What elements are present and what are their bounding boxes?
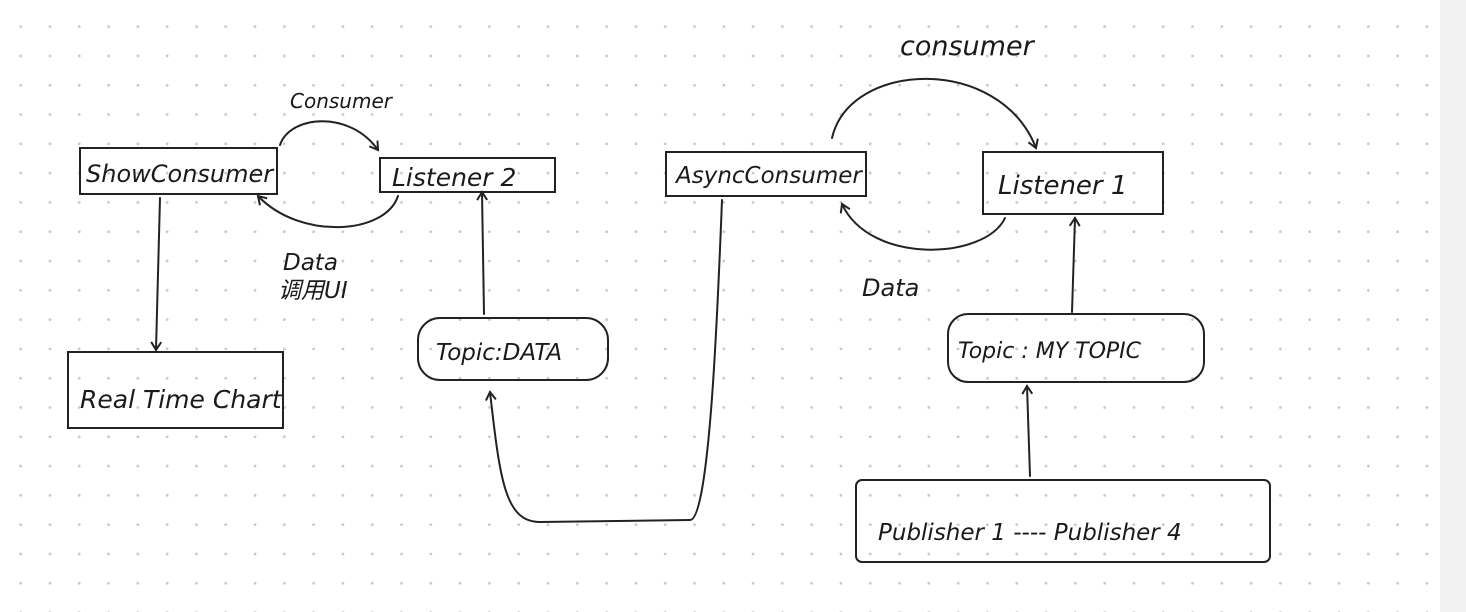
consumer-label-left: Consumer [290,89,394,113]
async-consumer-label: AsyncConsumer [674,163,863,189]
node-real-time-chart: Real Time Chart [67,351,284,429]
show-consumer-label: ShowConsumer [86,160,275,188]
node-show-consumer: ShowConsumer [79,147,278,195]
node-async-consumer: AsyncConsumer [665,151,867,197]
arrow-data-left [256,194,399,229]
data-label-left: Data [283,250,338,276]
node-listener-1: Listener 1 [982,151,1164,215]
call-ui-label: 调用UI [278,278,348,304]
arrow-publishers-to-topic [1021,384,1034,477]
topic-mytopic-label: Topic : MY TOPIC [958,339,1142,364]
topic-data-label: Topic:DATA [436,340,562,366]
publishers-label: Publisher 1 ---- Publisher 4 [878,520,1182,546]
page-edge [1440,0,1466,612]
listener1-label: Listener 1 [998,171,1127,201]
arrow-async-to-topic-data [485,199,723,523]
listener2-label: Listener 2 [392,163,516,192]
node-publishers: Publisher 1 ---- Publisher 4 [855,479,1271,563]
arrow-data-right [839,202,1006,251]
arrow-consumer-left [279,120,380,152]
arrow-topic-to-listener1 [1068,216,1081,313]
arrow-to-chart [150,197,163,352]
consumer-label-right: consumer [900,31,1036,62]
real-time-chart-label: Real Time Chart [80,385,283,414]
node-topic-data: Topic:DATA [417,317,609,381]
arrow-topic-to-listener2 [476,190,488,315]
node-topic-mytopic: Topic : MY TOPIC [947,313,1205,383]
data-label-right: Data [862,274,919,302]
arrow-consumer-right [831,77,1039,150]
node-listener-2: Listener 2 [379,157,556,193]
